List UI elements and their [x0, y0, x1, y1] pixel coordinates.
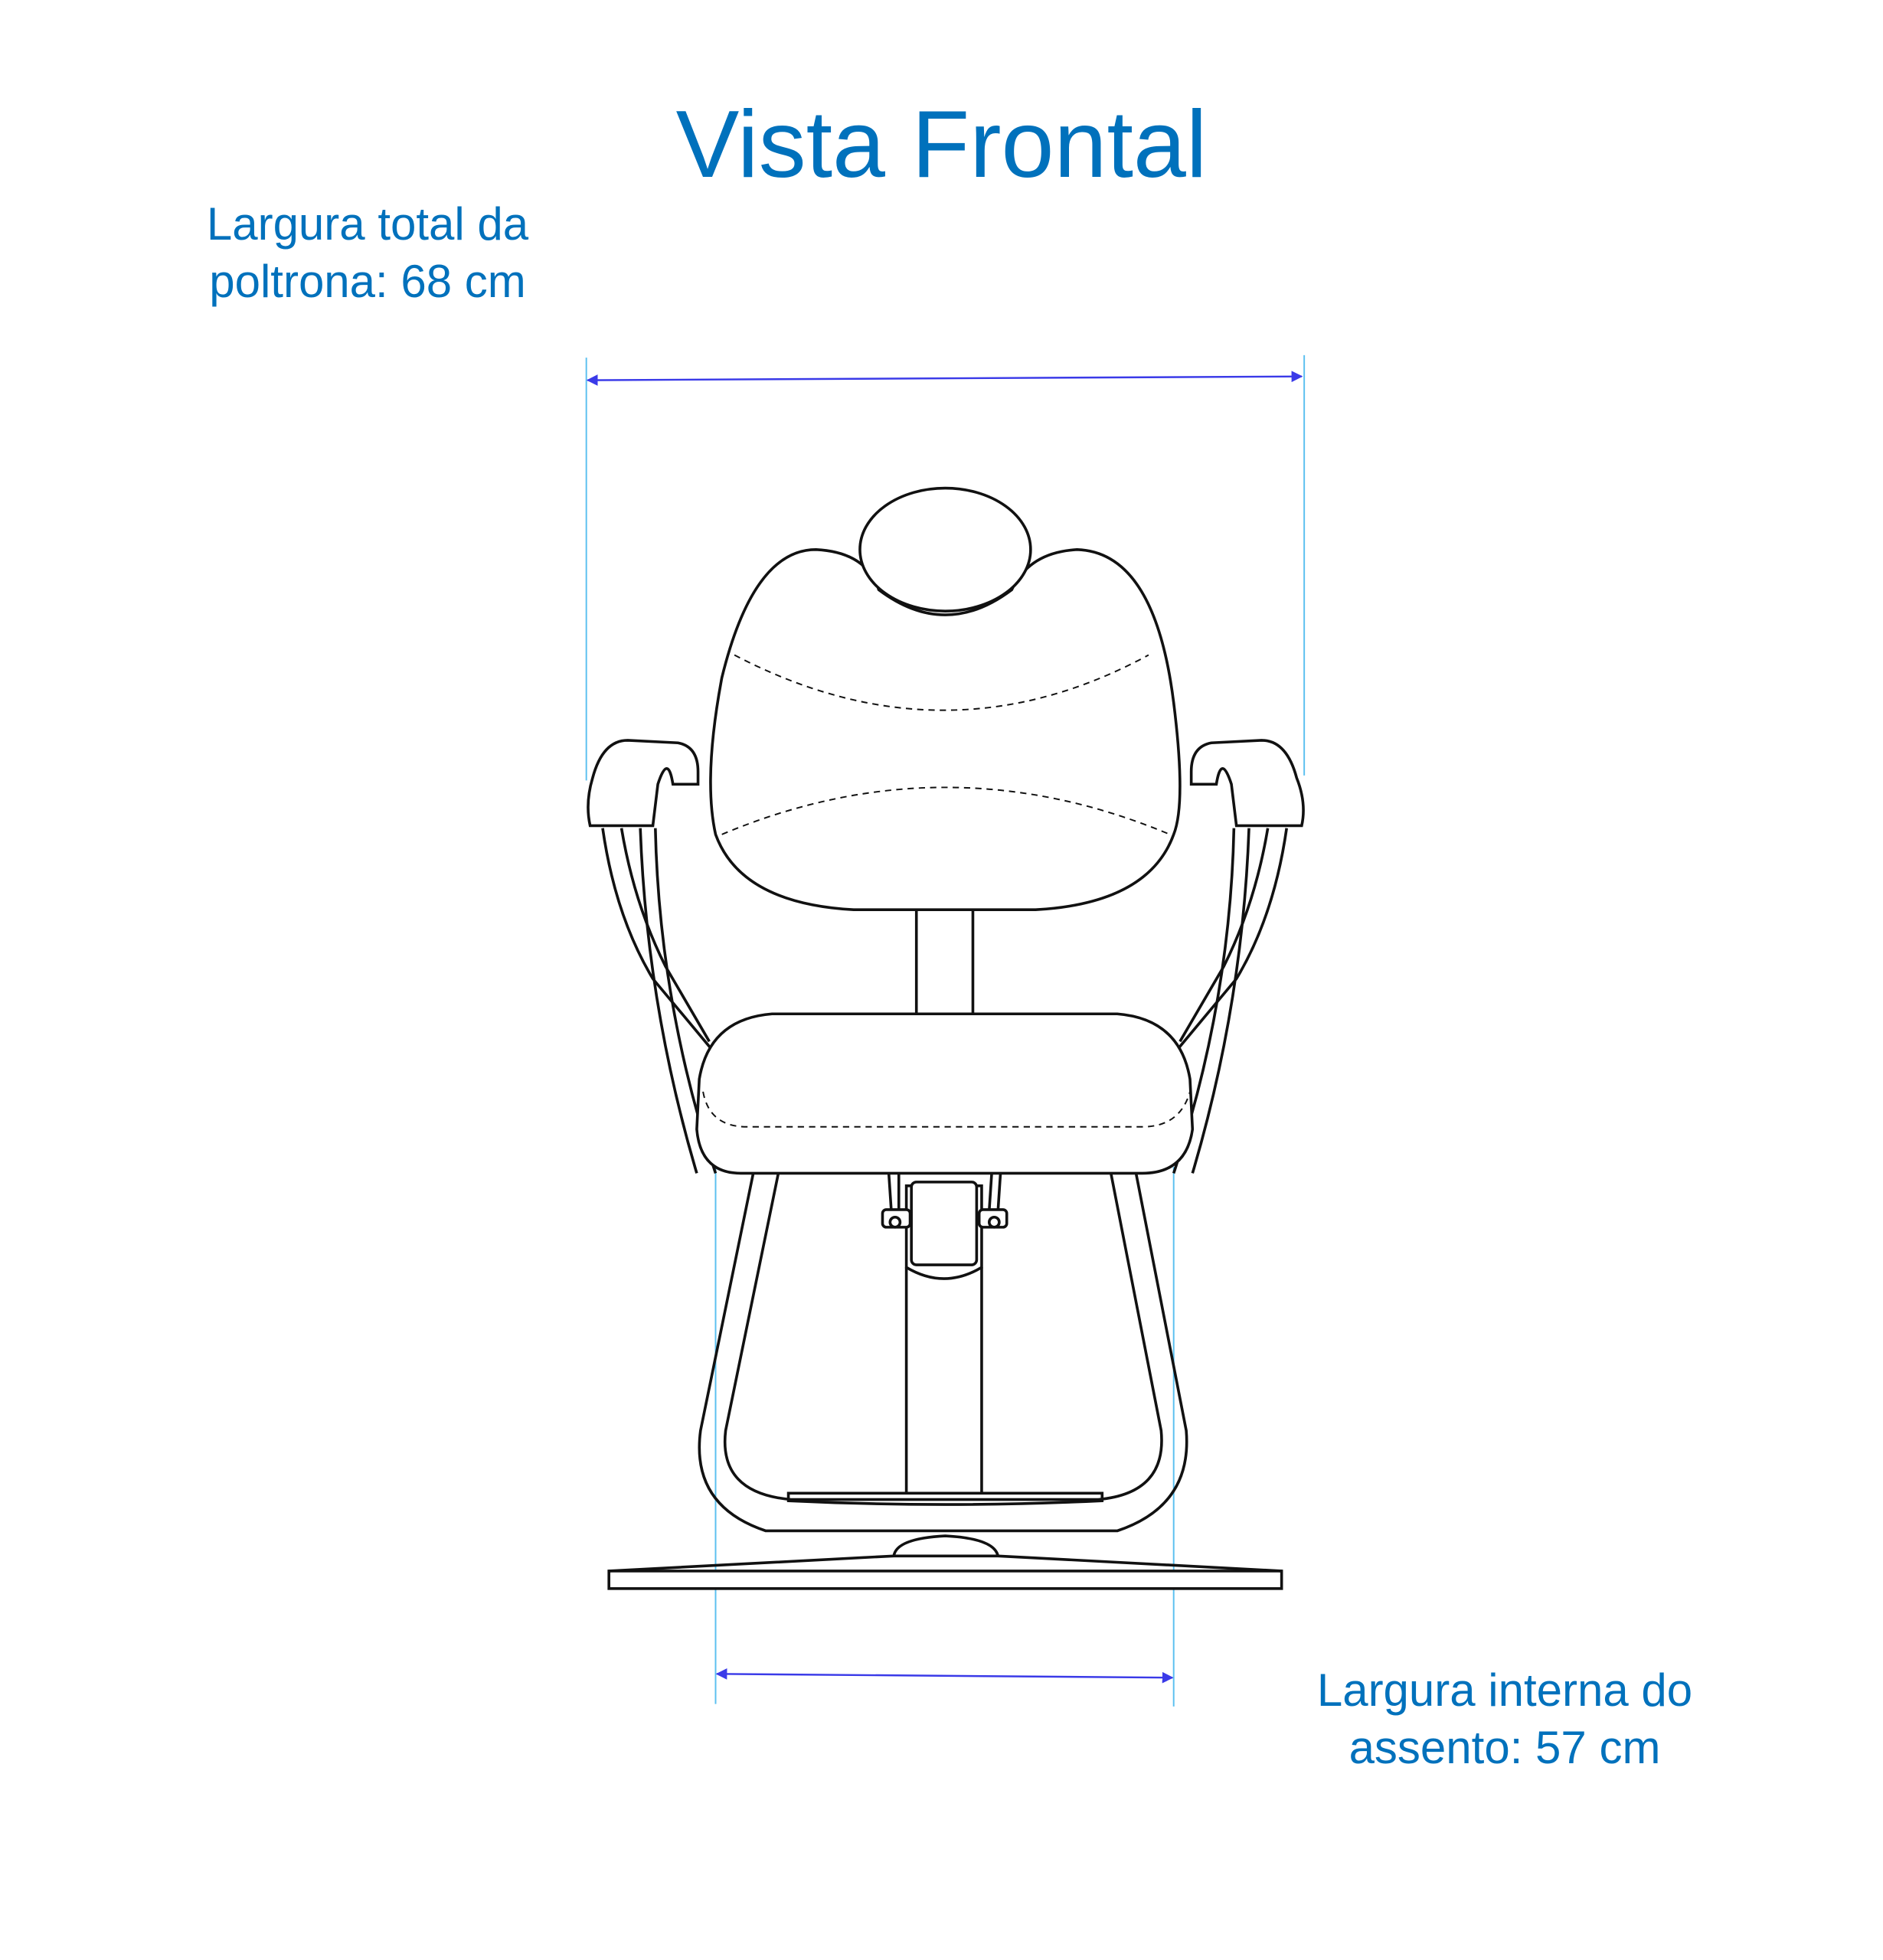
seat-width-label: Largura interna do assento: 57 cm — [1256, 1661, 1754, 1776]
seat-width-arrow — [715, 1668, 1174, 1684]
chair-outline — [587, 486, 1305, 1590]
seat-width-label-line2: assento: 57 cm — [1349, 1722, 1661, 1773]
total-width-arrow — [586, 371, 1303, 386]
total-width-label: Largura total da poltrona: 68 cm — [138, 195, 597, 310]
extension-lines — [585, 354, 1306, 1707]
base-plate — [607, 1570, 1283, 1590]
total-width-label-line1: Largura total da — [206, 198, 529, 250]
page-title: Vista Frontal — [675, 92, 1208, 198]
seat — [695, 1012, 1195, 1175]
seat-width-label-line1: Largura interna do — [1316, 1664, 1693, 1716]
headrest — [858, 486, 1032, 612]
total-width-label-line2: poltrona: 68 cm — [209, 256, 526, 307]
